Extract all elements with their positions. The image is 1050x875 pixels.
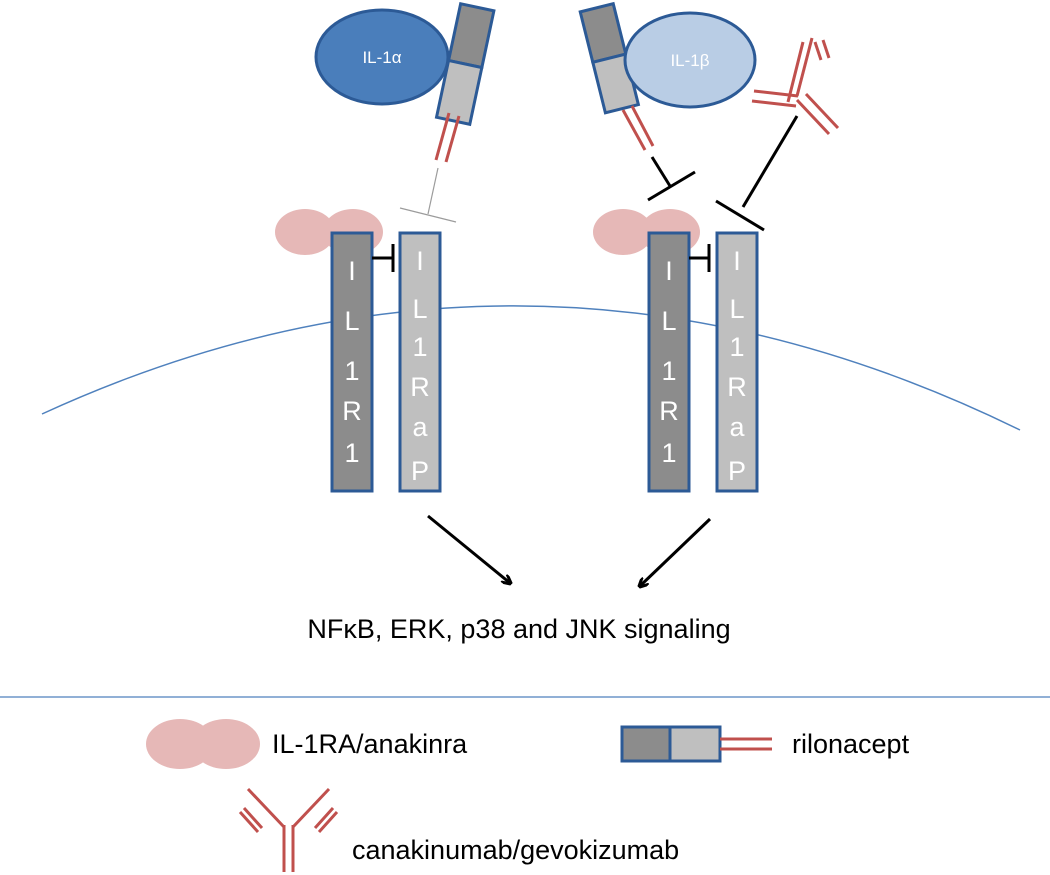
inhibition-line-canakinumab — [715, 115, 799, 232]
legend-canakinumab-label: canakinumab/gevokizumab — [352, 835, 679, 865]
svg-text:a: a — [412, 412, 428, 442]
cell-membrane — [41, 305, 1021, 431]
signal-arrow-right — [640, 517, 712, 586]
svg-text:R: R — [659, 396, 679, 426]
inhibition-bar-left — [372, 244, 395, 272]
il1rap-receptor-left — [398, 231, 442, 493]
svg-text:1: 1 — [729, 332, 744, 362]
legend-rilonacept-symbol — [620, 725, 772, 763]
legend-anakinra-label: IL-1RA/anakinra — [272, 729, 468, 759]
canakinumab-antibody-bound — [751, 37, 840, 136]
il1r1-receptor-left — [330, 231, 374, 493]
svg-text:1: 1 — [661, 438, 676, 468]
svg-text:I: I — [665, 256, 673, 286]
legend-antibody-symbol — [238, 787, 339, 872]
legend-anakinra-symbol — [146, 719, 260, 769]
svg-text:L: L — [412, 294, 427, 324]
svg-text:I: I — [416, 246, 424, 276]
legend-rilonacept-label: rilonacept — [792, 729, 910, 759]
svg-text:R: R — [727, 372, 747, 402]
rilonacept-fc-right — [621, 105, 655, 151]
inhibition-line-il1a — [399, 167, 457, 223]
inhibition-bar-right — [689, 244, 711, 272]
svg-text:I: I — [348, 256, 356, 286]
svg-text:1: 1 — [344, 438, 359, 468]
rilonacept-fc-left — [434, 112, 461, 163]
il1rap-label-right: I L 1 R a P — [727, 246, 747, 486]
svg-text:1: 1 — [412, 332, 427, 362]
svg-text:L: L — [729, 294, 744, 324]
svg-text:L: L — [344, 306, 359, 336]
svg-text:a: a — [729, 412, 745, 442]
svg-text:1: 1 — [344, 356, 359, 386]
svg-text:P: P — [728, 456, 746, 486]
il1rap-receptor-right — [715, 231, 759, 493]
il1b-label: IL-1β — [670, 51, 709, 70]
svg-text:R: R — [410, 372, 430, 402]
il1r1-label-right: I L 1 R 1 — [659, 256, 679, 468]
svg-text:I: I — [733, 246, 741, 276]
svg-text:L: L — [661, 306, 676, 336]
svg-text:P: P — [411, 456, 429, 486]
rilonacept-trap-left — [434, 1, 496, 127]
il1a-label: IL-1α — [362, 48, 401, 67]
svg-text:R: R — [342, 396, 362, 426]
il1rap-label-left: I L 1 R a P — [410, 246, 430, 486]
il1r1-receptor-right — [647, 231, 691, 493]
inhibition-line-rilonacept-right — [647, 156, 696, 202]
signal-arrow-left — [427, 514, 510, 583]
il1b-cytokine — [623, 11, 757, 109]
svg-text:1: 1 — [661, 356, 676, 386]
signaling-text: NFκB, ERK, p38 and JNK signaling — [307, 614, 730, 644]
il1r1-label-left: I L 1 R 1 — [342, 256, 362, 468]
